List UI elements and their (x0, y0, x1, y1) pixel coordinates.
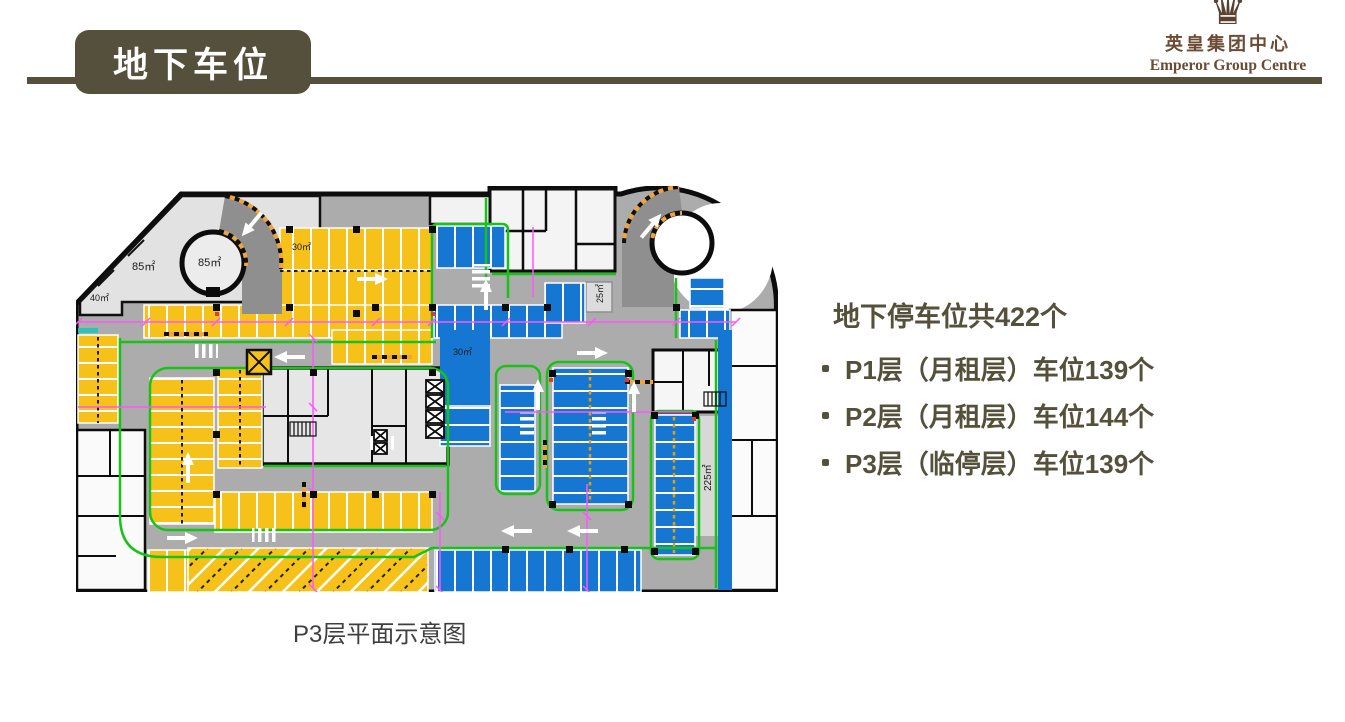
page-title: 地下车位 (112, 45, 273, 85)
area-label-85a: 85㎡ (132, 260, 155, 273)
stat-item-p1: P1层（月租层）车位139个 (822, 354, 1154, 385)
area-label-40: 40㎡ (90, 293, 109, 303)
parking-floor-plan: 40㎡ 85㎡ 85㎡ 30㎡ 30㎡ 25㎡ 225㎡ (76, 186, 778, 592)
bullet-dot (822, 458, 829, 466)
logo-name-cn: 英皇集团中心 (1165, 33, 1291, 54)
area-label-30b: 30㎡ (453, 347, 472, 357)
elevator-icons (373, 379, 445, 455)
area-label-85b: 85㎡ (198, 256, 221, 269)
misc-symbols (78, 328, 727, 455)
area-labels: 40㎡ 85㎡ 85㎡ 30㎡ 30㎡ 25㎡ 225㎡ (90, 242, 714, 491)
bullet-dot (822, 411, 829, 419)
bullet-dot (822, 364, 829, 372)
header-rule (27, 77, 1322, 84)
company-logo: ♛ 英皇集团中心 Emperor Group Centre (1132, 0, 1324, 75)
area-label-225: 225㎡ (702, 464, 714, 491)
stat-item-label: P2层（月租层）车位144个 (845, 401, 1155, 432)
plan-caption: P3层平面示意图 (293, 621, 467, 648)
stat-item-label: P3层（临停层）车位139个 (845, 448, 1155, 479)
spiral-ramp-topleft (179, 194, 284, 314)
slide-title-box: 地下车位 (75, 30, 311, 94)
area-label-30a: 30㎡ (292, 242, 311, 252)
stats-heading: 地下停车位共422个 (833, 302, 1068, 332)
crown-icon: ♛ (1209, 0, 1247, 33)
area-label-25: 25㎡ (595, 284, 605, 303)
stat-item-label: P1层（月租层）车位139个 (845, 354, 1155, 385)
stall-separators (97, 270, 676, 553)
stat-item-p3: P3层（临停层）车位139个 (822, 448, 1154, 479)
stairs-icon (289, 391, 727, 437)
parking-stalls (77, 225, 732, 592)
stat-item-p2: P2层（月租层）车位144个 (822, 401, 1154, 432)
logo-name-en: Emperor Group Centre (1149, 56, 1307, 74)
parking-stats: 地下停车位共422个 P1层（月租层）车位139个 P2层（月租层）车位144个… (822, 295, 1154, 495)
spiral-ramp-topright (622, 186, 715, 307)
dimension-lines (76, 227, 741, 592)
